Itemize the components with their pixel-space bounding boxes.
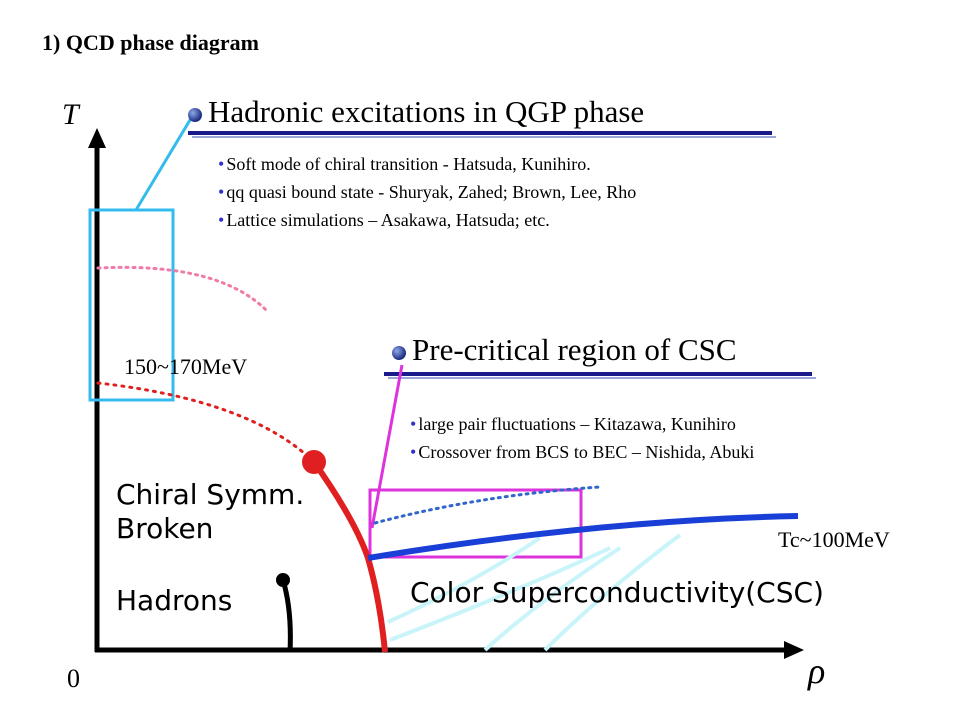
hadrons-region-label: Hadrons [116,584,233,617]
csc-bullet-item: large pair fluctuations – Kitazawa, Kuni… [410,410,754,438]
x-axis-arrow [784,641,804,659]
origin-label: 0 [67,664,80,693]
liquid-gas-line [280,579,293,653]
qgp-heading: Hadronic excitations in QGP phase [188,94,644,130]
chiral-label-line-1: Chiral Symm. [116,478,305,511]
csc-boundary-line [367,513,799,561]
y-axis-arrow [88,128,106,148]
qgp-heading-text: Hadronic excitations in QGP phase [208,94,645,129]
csc-bullet-item: Crossover from BCS to BEC – Nishida, Abu… [410,438,754,466]
csc-subphase-line-2 [389,546,611,642]
csc-region-label: Color Superconductivity(CSC) [410,576,824,609]
csc-subphase-line-3 [483,546,622,652]
y-axis-label: T [62,98,79,131]
csc-heading-text: Pre-critical region of CSC [412,332,737,367]
csc-highlight-box [368,488,583,559]
critical-point [302,450,326,474]
qgp-bullet-item: Lattice simulations – Asakawa, Hatsuda; … [218,206,636,234]
slide-title: 1) QCD phase diagram [42,30,259,55]
qgp-highlight-box [88,208,175,402]
csc-heading: Pre-critical region of CSC [392,332,737,368]
csc-connector-line [370,364,404,529]
tc-label: Tc~100MeV [778,527,890,552]
crossover-dotted-curve [96,381,316,464]
liquid-gas-endpoint [276,573,290,587]
qgp-connector-line [134,109,198,211]
precritical-dotted-curve [373,485,602,525]
temperature-range-label: 150~170MeV [124,354,248,379]
qgp-bullet-list: Soft mode of chiral transition - Hatsuda… [218,150,636,234]
csc-subphase-line-1 [387,536,542,624]
bullet-sphere-icon [188,107,202,122]
qgp-bullet-item: qq quasi bound state - Shuryak, Zahed; B… [218,178,636,206]
csc-bullet-list: large pair fluctuations – Kitazawa, Kuni… [410,410,754,466]
chiral-broken-region-label: Chiral Symm. Broken [116,478,304,546]
qgp-bullet-item: Soft mode of chiral transition - Hatsuda… [218,150,636,178]
qgp-fluctuation-dotted-curve [96,265,270,314]
bullet-sphere-icon [392,345,406,360]
chiral-boundary-line [311,460,388,653]
csc-subphase-line-4 [543,533,682,652]
chiral-label-line-2: Broken [116,512,214,545]
x-axis-label: ρ [808,651,826,691]
